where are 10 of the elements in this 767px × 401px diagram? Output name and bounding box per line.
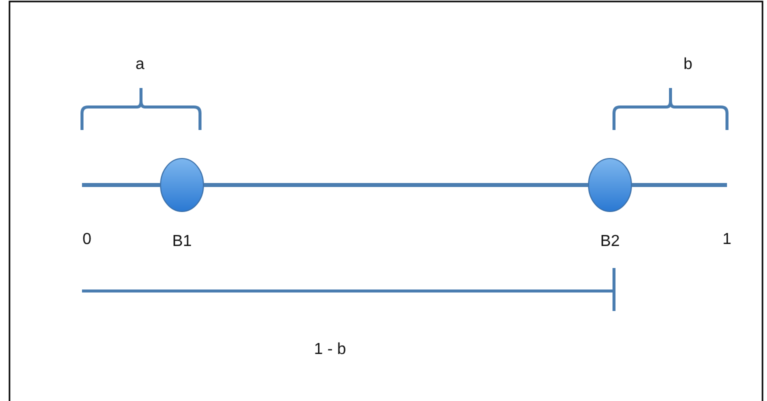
dimension-label: 1 - b — [314, 342, 346, 358]
interval-label: a — [136, 57, 144, 73]
interval-label: b — [684, 57, 692, 73]
endpoint-label: 1 — [722, 232, 732, 248]
endpoint-label: 0 — [82, 232, 92, 248]
point-label: B1 — [172, 234, 192, 250]
number-line-segment — [632, 183, 727, 187]
point-label: B2 — [600, 234, 620, 250]
number-line-segment — [204, 183, 588, 187]
number-line-segment — [82, 183, 160, 187]
